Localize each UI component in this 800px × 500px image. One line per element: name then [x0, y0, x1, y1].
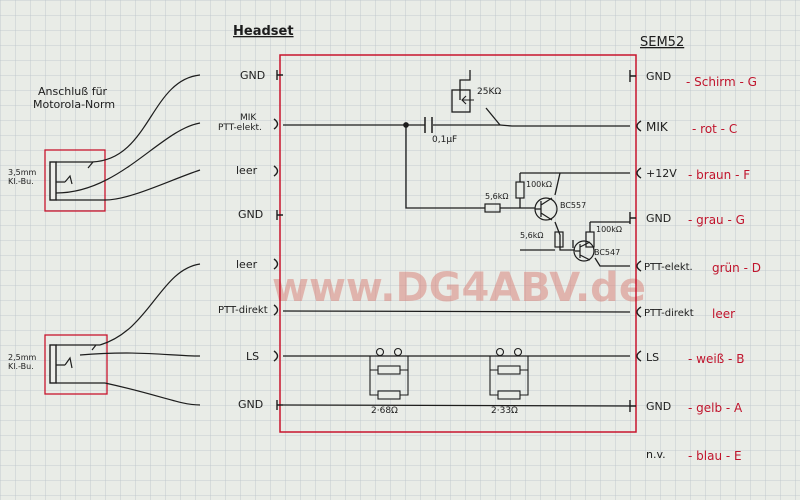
wire-color-blau: - blau - E: [688, 449, 742, 463]
capacitor-0-1uf: 0,1μF: [424, 117, 457, 145]
sem-pin-ls: LS: [646, 351, 659, 364]
wire-color-gelb: - gelb - A: [688, 401, 743, 415]
bc547-label: BC547: [594, 248, 620, 257]
sem-pin-gnd-schirm: GND: [646, 70, 671, 83]
jack-wires: [55, 74, 201, 406]
transistor-bc557: BC557: [534, 197, 586, 221]
svg-text:Kl.-Bu.: Kl.-Bu.: [8, 362, 34, 371]
wire-color-rot: - rot - C: [692, 122, 737, 136]
pot-label: 25KΩ: [477, 87, 501, 97]
motorola-note-line1: Anschluß für: [38, 85, 108, 98]
sem-pin-ptt-elekt: PTT-elekt.: [644, 262, 693, 273]
headset-pins: GND MIK PTT-elekt. leer GND leer PTT-dir…: [218, 69, 268, 411]
jack-2-5mm: 2,5mm Kl.-Bu.: [8, 334, 108, 395]
headset-pin-gnd2: GND: [238, 208, 263, 221]
headset-pin-ptt-elekt: PTT-elekt.: [218, 123, 262, 133]
sem-title: SEM52: [640, 35, 684, 50]
watermark: www.DG4ABV.de: [272, 265, 646, 311]
svg-text:3,5mm: 3,5mm: [8, 168, 37, 177]
headset-connectors: [273, 70, 283, 410]
wire-colors: - Schirm - G - rot - C - braun - F - gra…: [686, 75, 761, 463]
headset-pin-ptt-direkt: PTT-direkt: [218, 305, 268, 316]
wire-color-grau: - grau - G: [688, 213, 745, 227]
wire-color-braun: - braun - F: [688, 168, 750, 182]
sem-pin-nv: n.v.: [646, 448, 666, 461]
headset-pin-ls: LS: [246, 350, 259, 363]
r-pull-pnp-label: 100kΩ: [526, 180, 552, 189]
headset-pin-gnd1: GND: [240, 69, 265, 82]
sem-pin-ptt-direkt: PTT-direkt: [644, 308, 694, 319]
transistor-bc547: BC547: [573, 240, 620, 262]
sem-pin-mik: MIK: [646, 120, 669, 134]
headset-pin-leer1: leer: [236, 164, 258, 177]
transistor-resistors: [484, 181, 595, 248]
svg-text:Kl.-Bu.: Kl.-Bu.: [8, 177, 34, 186]
headset-pin-leer2: leer: [236, 258, 258, 271]
sem-pin-gnd-grau: GND: [646, 212, 671, 225]
wire-color-leer: leer: [712, 307, 735, 321]
board-outline: [279, 54, 637, 433]
resistor-pair-68: 2·68Ω: [369, 347, 409, 416]
bc557-label: BC557: [560, 201, 586, 210]
wire-color-weiss: - weiß - B: [688, 352, 744, 366]
wire-color-gruen: grün - D: [712, 261, 761, 275]
cap-label: 0,1μF: [432, 135, 457, 145]
wire-color-schirm: - Schirm - G: [686, 75, 757, 89]
r-base-npn-label: 5,6kΩ: [520, 231, 543, 240]
motorola-note-line2: Motorola-Norm: [33, 98, 115, 111]
svg-text:2,5mm: 2,5mm: [8, 353, 37, 362]
r-pull-npn-label: 100kΩ: [596, 225, 622, 234]
sem-pins: GND MIK +12V GND PTT-elekt. PTT-direkt L…: [644, 70, 694, 461]
headset-title: Headset: [233, 24, 294, 39]
res-pair1-label: 2·68Ω: [371, 406, 398, 416]
res-pair2-label: 2·33Ω: [491, 406, 518, 416]
sem-pin-12v: +12V: [646, 167, 677, 180]
r-base-pnp-label: 5,6kΩ: [485, 192, 508, 201]
potentiometer-25k: 25KΩ: [451, 87, 501, 113]
sem-pin-gnd-gelb: GND: [646, 400, 671, 413]
headset-pin-gnd3: GND: [238, 398, 263, 411]
headset-pin-mik: MIK: [240, 113, 257, 123]
resistor-pair-33: 2·33Ω: [489, 347, 529, 416]
